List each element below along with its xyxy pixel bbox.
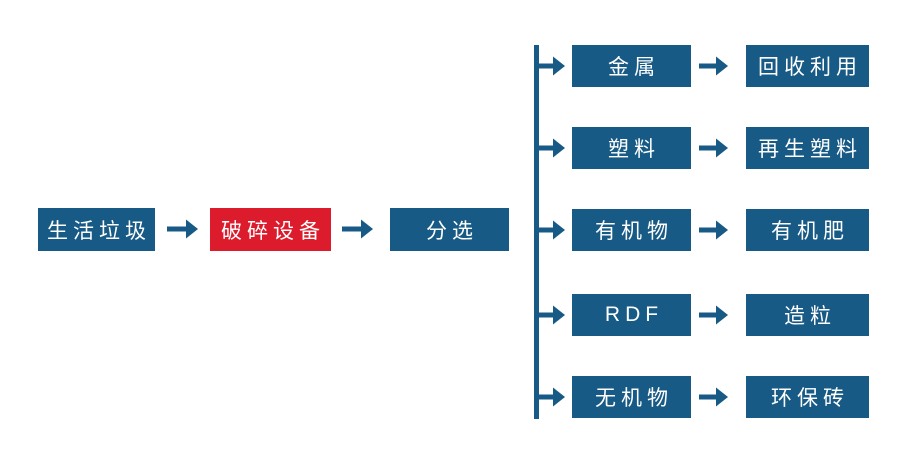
branch-category-box: RDF	[572, 294, 691, 336]
node-label: 破碎设备	[221, 219, 325, 243]
branch-output-box: 再生塑料	[746, 127, 869, 169]
branch-category-label: RDF	[604, 303, 664, 326]
branch-output-label: 回收利用	[758, 56, 862, 79]
branch-category-label: 金属	[608, 56, 660, 79]
node-household-waste: 生活垃圾	[38, 208, 155, 251]
branch-category-label: 有机物	[595, 220, 673, 243]
arrow-right-icon	[536, 304, 566, 326]
arrow-right-icon	[536, 137, 566, 159]
branch-output-label: 造粒	[784, 305, 836, 328]
branch-category-label: 塑料	[608, 138, 660, 161]
arrow-right-icon	[536, 219, 566, 241]
arrow-right-icon	[699, 219, 729, 241]
node-label: 生活垃圾	[47, 219, 151, 243]
branch-output-box: 回收利用	[746, 45, 869, 87]
branch-output-label: 有机肥	[771, 220, 849, 243]
arrow-right-icon	[536, 55, 566, 77]
arrow-right-icon	[699, 304, 729, 326]
node-label: 分选	[426, 219, 478, 243]
branch-category-box: 无机物	[572, 376, 691, 418]
branch-output-label: 环保砖	[771, 387, 849, 410]
arrow-right-icon	[699, 386, 729, 408]
node-sorting: 分选	[390, 208, 509, 251]
node-crushing-equipment: 破碎设备	[210, 208, 331, 251]
branch-output-label: 再生塑料	[758, 138, 862, 161]
arrow-right-icon	[167, 218, 199, 240]
branch-category-box: 有机物	[572, 209, 691, 251]
branch-category-box: 塑料	[572, 127, 691, 169]
branch-category-box: 金属	[572, 45, 691, 87]
arrow-right-icon	[342, 218, 374, 240]
branch-output-box: 环保砖	[746, 376, 869, 418]
branch-output-box: 造粒	[746, 294, 869, 336]
branch-output-box: 有机肥	[746, 209, 869, 251]
branch-category-label: 无机物	[595, 387, 673, 410]
arrow-right-icon	[699, 137, 729, 159]
arrow-right-icon	[536, 386, 566, 408]
arrow-right-icon	[699, 55, 729, 77]
